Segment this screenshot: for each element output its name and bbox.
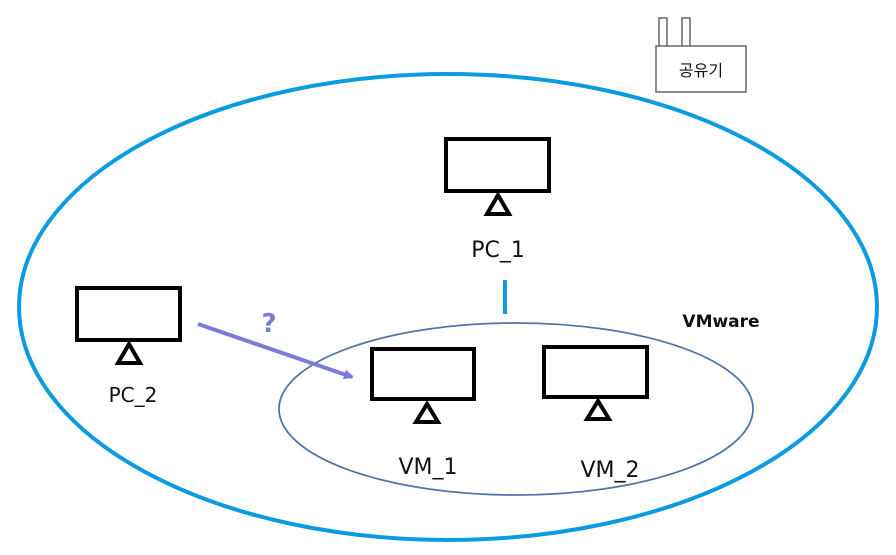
- vm1-monitor-icon: [370, 347, 476, 424]
- local-network-ellipse: [17, 72, 879, 542]
- router-label: 공유기: [679, 61, 723, 80]
- vm2-label: VM_2: [580, 458, 639, 483]
- pc2-to-vm1-arrow: [197, 322, 354, 380]
- router-icon: [655, 17, 747, 93]
- vmware-label: VMware: [682, 312, 759, 332]
- pc1-monitor-icon: [444, 137, 551, 216]
- vm1-label: VM_1: [398, 455, 457, 480]
- vm2-monitor-icon: [542, 345, 649, 421]
- pc1-label: PC_1: [471, 238, 525, 263]
- vmware-ellipse: [278, 322, 754, 496]
- pc2-label: PC_2: [109, 383, 158, 407]
- pc2-monitor-icon: [75, 286, 182, 365]
- arrow-question-mark: ?: [261, 309, 276, 339]
